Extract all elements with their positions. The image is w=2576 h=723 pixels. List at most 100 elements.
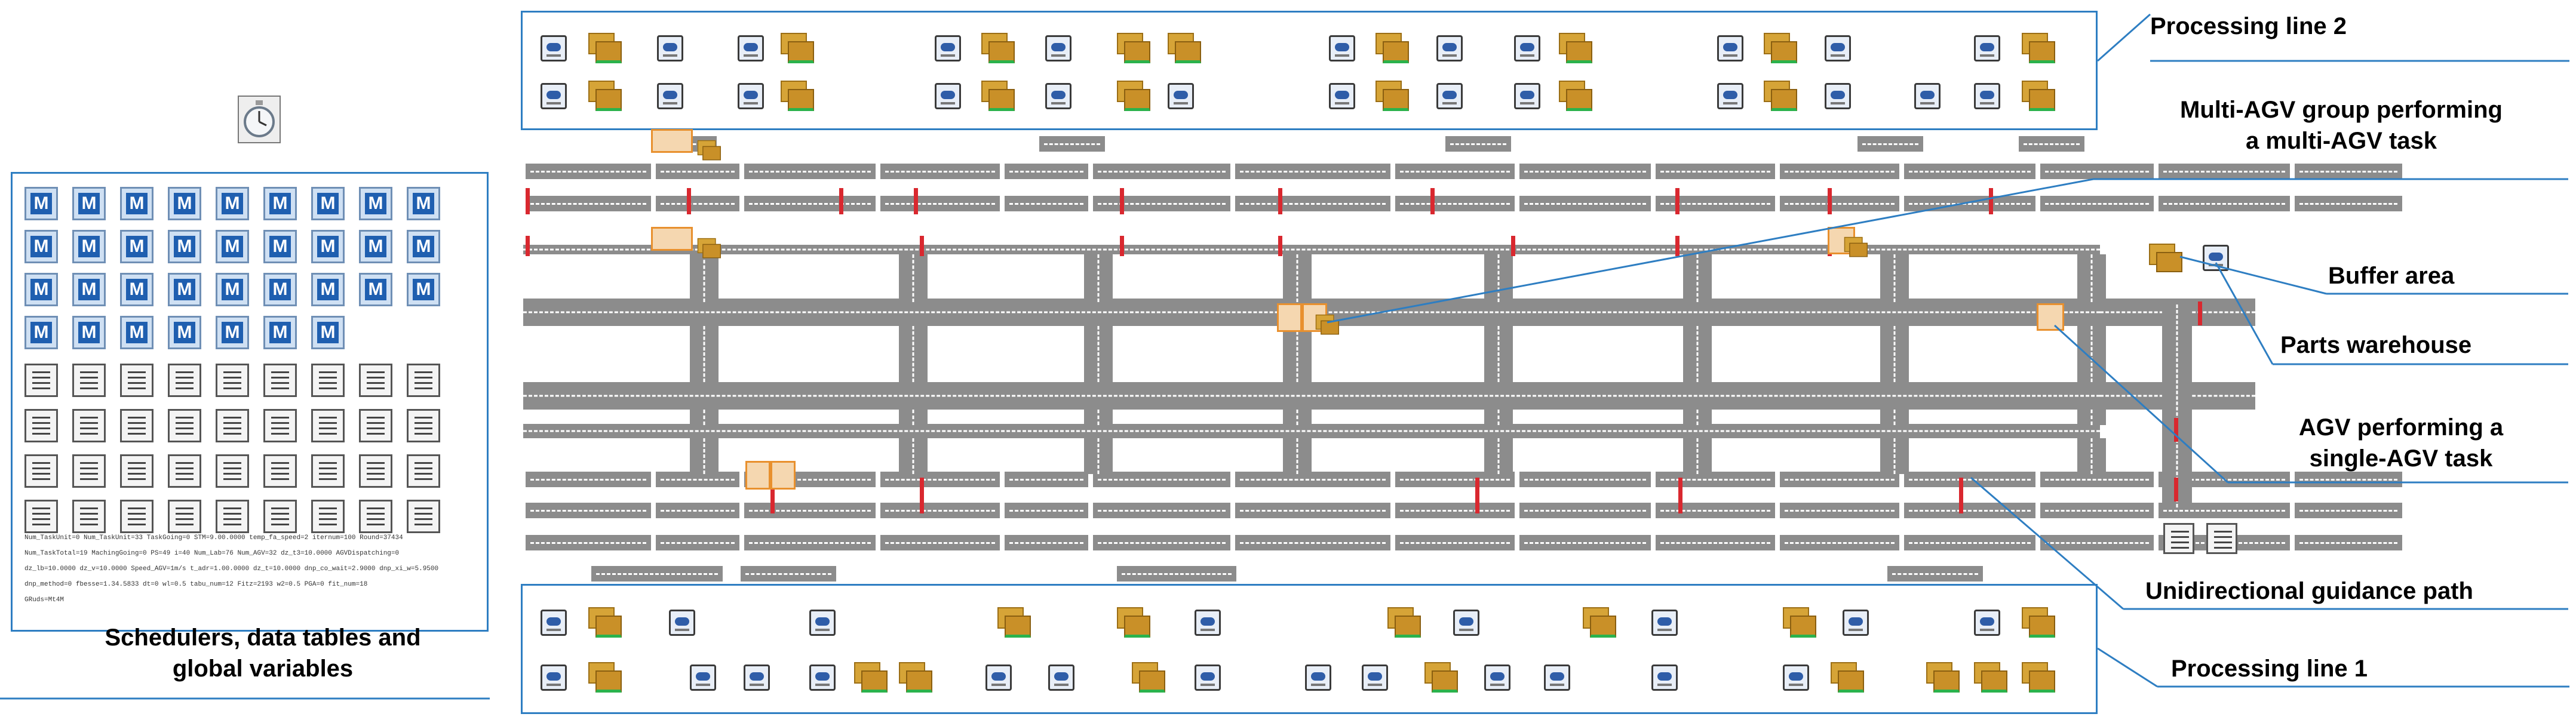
machine-icon[interactable] xyxy=(738,35,764,61)
data-table-icon[interactable] xyxy=(120,500,153,533)
part-stack-icon[interactable] xyxy=(588,607,622,638)
scheduler-icon[interactable]: M xyxy=(72,316,106,349)
scheduler-icon[interactable]: M xyxy=(263,273,297,306)
data-table-icon[interactable] xyxy=(263,409,297,442)
machine-icon[interactable] xyxy=(1717,83,1743,109)
part-stack-icon[interactable] xyxy=(781,81,814,111)
part-stack-icon[interactable] xyxy=(781,33,814,63)
scheduler-icon[interactable]: M xyxy=(311,187,345,220)
data-table-icon[interactable] xyxy=(216,409,249,442)
part-stack-icon[interactable] xyxy=(854,662,888,693)
data-table-icon[interactable] xyxy=(216,364,249,397)
machine-icon[interactable] xyxy=(1514,35,1540,61)
data-table-icon[interactable] xyxy=(168,364,201,397)
machine-icon[interactable] xyxy=(1195,610,1221,636)
machine-icon[interactable] xyxy=(1048,664,1074,691)
machine-icon[interactable] xyxy=(1195,664,1221,691)
data-table-icon[interactable] xyxy=(407,409,440,442)
data-table-icon[interactable] xyxy=(263,364,297,397)
machine-icon[interactable] xyxy=(1362,664,1388,691)
part-stack-icon[interactable] xyxy=(588,81,622,111)
machine-icon[interactable] xyxy=(1651,664,1678,691)
part-stack-icon[interactable] xyxy=(1974,662,2007,693)
scheduler-icon[interactable]: M xyxy=(72,187,106,220)
machine-icon[interactable] xyxy=(1436,35,1463,61)
part-stack-icon[interactable] xyxy=(1559,81,1592,111)
scheduler-icon[interactable]: M xyxy=(216,316,249,349)
part-stack-icon[interactable] xyxy=(1783,607,1816,638)
part-stack-icon[interactable] xyxy=(588,33,622,63)
data-table-icon[interactable] xyxy=(120,409,153,442)
data-table-icon[interactable] xyxy=(311,409,345,442)
part-stack-icon[interactable] xyxy=(2022,33,2055,63)
scheduler-icon[interactable]: M xyxy=(168,187,201,220)
part-stack-icon[interactable] xyxy=(1117,33,1150,63)
stopwatch-icon[interactable] xyxy=(238,96,281,143)
machine-icon[interactable] xyxy=(541,83,567,109)
part-stack-icon[interactable] xyxy=(1117,607,1150,638)
scheduler-icon[interactable]: M xyxy=(168,273,201,306)
part-stack-icon[interactable] xyxy=(981,33,1015,63)
scheduler-icon[interactable]: M xyxy=(216,230,249,263)
machine-icon[interactable] xyxy=(738,83,764,109)
scheduler-icon[interactable]: M xyxy=(24,316,58,349)
machine-icon[interactable] xyxy=(1914,83,1941,109)
part-stack-icon[interactable] xyxy=(981,81,1015,111)
machine-icon[interactable] xyxy=(1544,664,1570,691)
scheduler-icon[interactable]: M xyxy=(407,273,440,306)
machine-icon[interactable] xyxy=(1329,83,1355,109)
data-table-icon[interactable] xyxy=(168,409,201,442)
data-table-icon[interactable] xyxy=(216,454,249,488)
scheduler-icon[interactable]: M xyxy=(168,230,201,263)
data-table-icon[interactable] xyxy=(72,500,106,533)
buffer-icon[interactable] xyxy=(2149,244,2182,272)
data-table-icon[interactable] xyxy=(24,454,58,488)
data-table-icon[interactable] xyxy=(24,500,58,533)
data-table-icon[interactable] xyxy=(168,454,201,488)
data-table-icon[interactable] xyxy=(359,364,392,397)
machine-icon[interactable] xyxy=(1974,35,2000,61)
scheduler-icon[interactable]: M xyxy=(263,230,297,263)
scheduler-icon[interactable]: M xyxy=(120,230,153,263)
scheduler-icon[interactable]: M xyxy=(311,273,345,306)
single-agv-icon[interactable] xyxy=(2037,303,2064,331)
part-stack-icon[interactable] xyxy=(1375,81,1409,111)
machine-icon[interactable] xyxy=(935,83,961,109)
machine-icon[interactable] xyxy=(1825,35,1851,61)
scheduler-icon[interactable]: M xyxy=(24,230,58,263)
machine-icon[interactable] xyxy=(541,35,567,61)
data-table-icon[interactable] xyxy=(72,454,106,488)
scheduler-icon[interactable]: M xyxy=(72,273,106,306)
scheduler-icon[interactable]: M xyxy=(120,187,153,220)
machine-icon[interactable] xyxy=(1045,83,1071,109)
machine-icon[interactable] xyxy=(935,35,961,61)
data-table-icon[interactable] xyxy=(72,364,106,397)
agv-icon[interactable] xyxy=(745,461,770,490)
part-stack-icon[interactable] xyxy=(997,607,1031,638)
scheduler-icon[interactable]: M xyxy=(407,230,440,263)
machine-icon[interactable] xyxy=(1843,610,1869,636)
machine-icon[interactable] xyxy=(1436,83,1463,109)
data-table-icon[interactable] xyxy=(72,409,106,442)
scheduler-icon[interactable]: M xyxy=(72,230,106,263)
scheduler-icon[interactable]: M xyxy=(168,316,201,349)
machine-icon[interactable] xyxy=(1168,83,1194,109)
scheduler-icon[interactable]: M xyxy=(359,230,392,263)
scheduler-icon[interactable]: M xyxy=(407,187,440,220)
machine-icon[interactable] xyxy=(690,664,716,691)
scheduler-icon[interactable]: M xyxy=(216,187,249,220)
part-stack-icon[interactable] xyxy=(2022,81,2055,111)
part-stack-icon[interactable] xyxy=(1168,33,1201,63)
part-stack-icon[interactable] xyxy=(1375,33,1409,63)
data-table-icon[interactable] xyxy=(263,500,297,533)
data-table-icon[interactable] xyxy=(359,409,392,442)
scheduler-icon[interactable]: M xyxy=(311,316,345,349)
machine-icon[interactable] xyxy=(657,83,683,109)
part-stack-icon[interactable] xyxy=(2022,607,2055,638)
data-table-icon[interactable] xyxy=(311,454,345,488)
scheduler-icon[interactable]: M xyxy=(120,273,153,306)
part-stack-icon[interactable] xyxy=(1117,81,1150,111)
data-table-icon[interactable] xyxy=(407,364,440,397)
machine-icon[interactable] xyxy=(669,610,695,636)
machine-icon[interactable] xyxy=(1651,610,1678,636)
